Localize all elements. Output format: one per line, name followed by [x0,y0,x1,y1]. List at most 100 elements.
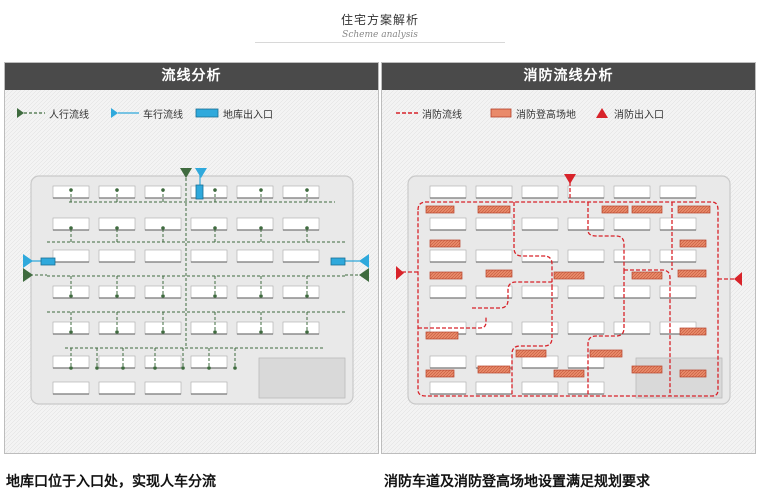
fire-routes [396,182,734,397]
entrance-node [153,366,157,370]
fire-platform [515,349,547,358]
legend-pedestrian: 人行流线 [17,105,89,121]
entrance-node [213,226,217,230]
building-block [236,249,274,263]
building-block [521,217,559,231]
garage-entrance-icon [195,108,219,118]
fire-platform [485,269,513,278]
building-block [659,249,697,263]
legend-fire-platform-label: 消防登高场地 [516,109,576,121]
circulation-caption: 地库口位于入口处，实现人车分流 [6,474,216,490]
building-block [567,355,605,369]
building-block [475,249,513,263]
fire-platforms [425,205,711,378]
entrance-node [259,294,263,298]
legend-garage: 地库出入口 [195,105,273,121]
legend-fire-entrance-label: 消防出入口 [614,109,664,121]
fire-platform [631,365,663,374]
legend-pedestrian-label: 人行流线 [49,109,89,121]
building-block [98,355,136,369]
fire-platform [677,269,707,278]
entrance-node [115,330,119,334]
legend-vehicle: 车行流线 [111,105,183,121]
legend-fire-route: 消防流线 [396,105,462,121]
entrance-node [115,294,119,298]
building-block [98,249,136,263]
entrance-node [161,226,165,230]
legend-fire-entrance: 消防出入口 [594,105,664,121]
building-block [475,381,513,395]
fire-route-panel: 消防流线分析 消防流线 消防登高场地 消防出入口 [381,62,756,454]
building-block [613,249,651,263]
fire-platform [553,369,585,378]
fire-route-panel-title: 消防流线分析 [382,63,755,90]
building-block [236,217,274,231]
entrance-node [259,188,263,192]
building-block [521,185,559,199]
fire-site-plan [382,90,755,453]
legend-fire-route-label: 消防流线 [422,109,462,121]
building-block [659,217,697,231]
building-block [429,381,467,395]
entrance-node [305,294,309,298]
building-block [567,285,605,299]
building-block [429,185,467,199]
legend-vehicle-label: 车行流线 [143,109,183,121]
building-block [190,249,228,263]
building-block [567,249,605,263]
circulation-site-plan [5,90,378,453]
fire-platform [679,239,707,248]
building-block [190,285,228,299]
residential-blocks [429,185,697,395]
building-block [52,249,90,263]
fire-platform [677,205,711,214]
building-block [144,249,182,263]
entrance-node [181,366,185,370]
residential-blocks [52,185,320,395]
fire-platform [631,205,663,214]
building-block [52,381,90,395]
building-block [282,321,320,335]
building-block [567,321,605,335]
building-block [144,355,182,369]
building-block [613,185,651,199]
building-block [521,355,559,369]
pedestrian-routes [25,178,361,368]
building-block [475,217,513,231]
entrance-node [69,188,73,192]
building-block [429,249,467,263]
fire-platform [477,365,511,374]
building-block [475,185,513,199]
building-block [236,285,274,299]
fire-caption: 消防车道及消防登高场地设置满足规划要求 [384,474,650,490]
entrance-node [213,294,217,298]
entrance-node [305,188,309,192]
entrance-node [305,330,309,334]
page-title: 住宅方案解析 [340,13,419,27]
fire-platform [679,327,707,336]
entrance-node [69,226,73,230]
entrance-node [161,294,165,298]
building-block [282,217,320,231]
fire-route-line-icon [396,112,418,114]
building-block [144,381,182,395]
building-block [521,249,559,263]
building-block [429,217,467,231]
fire-platform [601,205,629,214]
entrance-node [305,226,309,230]
entrance-node [259,226,263,230]
fire-platform [477,205,511,214]
pedestrian-arrow-icon [17,108,45,118]
site-entrances [23,168,369,282]
entrance-node [69,330,73,334]
entrance-node [233,366,237,370]
building-block [659,285,697,299]
entrance-node [213,330,217,334]
legend-fire-platform: 消防登高场地 [490,105,576,121]
fire-platform [553,271,585,280]
building-block [429,355,467,369]
fire-platform [631,271,663,280]
building-block [190,321,228,335]
vehicle-arrow-icon [111,108,139,118]
entrance-node [115,226,119,230]
